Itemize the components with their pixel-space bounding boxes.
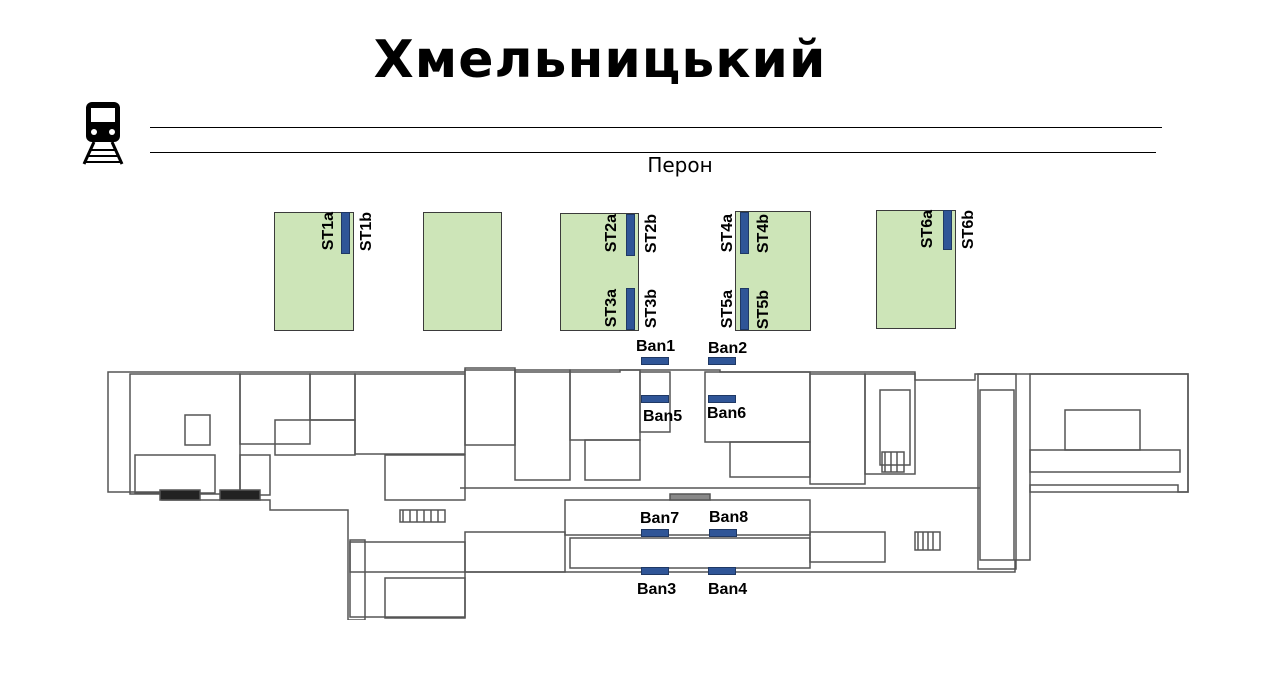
banner-label-ban5: Ban5 — [643, 408, 683, 425]
stand-st4 — [740, 212, 749, 254]
stand-label-st3b: ST3b — [643, 289, 660, 329]
banner-ban3 — [641, 567, 669, 575]
banner-ban2 — [708, 357, 736, 365]
station-title: Хмельницький — [373, 30, 827, 90]
stand-st2 — [626, 214, 635, 256]
banner-label-ban1: Ban1 — [636, 338, 676, 355]
zone-block-5 — [876, 210, 956, 329]
zone-block-1 — [274, 212, 354, 331]
banner-label-ban3: Ban3 — [637, 581, 677, 598]
stand-st3 — [626, 288, 635, 330]
stand-label-st1a: ST1a — [320, 212, 337, 251]
stand-label-st6b: ST6b — [960, 210, 977, 250]
banner-label-ban6: Ban6 — [707, 405, 747, 422]
stand-st5 — [740, 288, 749, 330]
banner-label-ban8: Ban8 — [709, 509, 749, 526]
banner-label-ban2: Ban2 — [708, 340, 748, 357]
banner-ban1 — [641, 357, 669, 365]
banner-ban4 — [708, 567, 736, 575]
station-floor-plan — [107, 367, 1189, 620]
stand-label-st2a: ST2a — [603, 214, 620, 253]
stand-label-st6a: ST6a — [919, 210, 936, 249]
zone-block-2 — [423, 212, 502, 331]
train-icon — [82, 102, 124, 165]
track-line-top — [150, 127, 1162, 128]
zone-block-3 — [560, 213, 639, 331]
platform-label: Перон — [647, 153, 713, 177]
stand-st1 — [341, 212, 350, 254]
stand-label-st3a: ST3a — [603, 289, 620, 328]
stand-label-st4a: ST4a — [719, 214, 736, 253]
banner-ban6 — [708, 395, 736, 403]
stand-label-st2b: ST2b — [643, 214, 660, 254]
stand-label-st5b: ST5b — [755, 290, 772, 330]
track-line-bottom — [150, 152, 1156, 153]
banner-label-ban7: Ban7 — [640, 510, 680, 527]
banner-ban7 — [641, 529, 669, 537]
banner-label-ban4: Ban4 — [708, 581, 748, 598]
banner-ban8 — [709, 529, 737, 537]
banner-ban5 — [641, 395, 669, 403]
stand-label-st4b: ST4b — [755, 214, 772, 254]
stand-label-st5a: ST5a — [719, 290, 736, 329]
stand-st6 — [943, 210, 952, 250]
stand-label-st1b: ST1b — [358, 212, 375, 252]
